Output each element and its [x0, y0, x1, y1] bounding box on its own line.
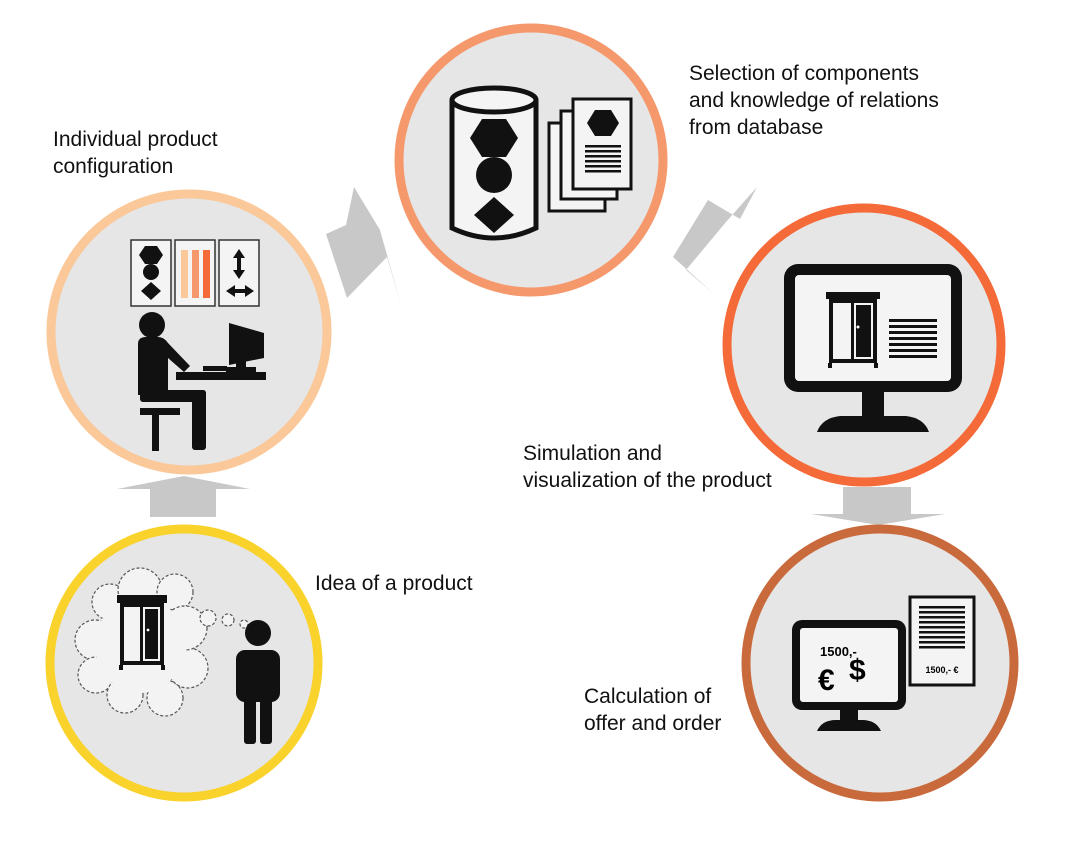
- label-simulation: Simulation and visualization of the prod…: [523, 442, 772, 492]
- circle-selection: [394, 23, 668, 297]
- wardrobe-icon: [117, 595, 167, 670]
- dollar-icon: $: [849, 654, 866, 687]
- euro-icon: €: [818, 664, 835, 697]
- monitor-icon: [792, 620, 906, 731]
- arrow-config-to-selection: [326, 187, 401, 305]
- invoice-document-icon: 1500,- €: [908, 595, 976, 687]
- person-standing-icon: [236, 620, 280, 744]
- circle-simulation: [722, 203, 1006, 487]
- invoice-price-text: 1500,- €: [925, 665, 958, 675]
- document-stack-icon: [547, 97, 633, 213]
- dimension-arrows-icon: [226, 249, 254, 297]
- label-configuration: Individual product configuration: [53, 128, 218, 178]
- text-lines-icon: [889, 319, 937, 358]
- circle-configuration: [46, 189, 332, 475]
- label-calculation: Calculation of offer and order: [584, 685, 722, 735]
- wardrobe-icon: [826, 292, 880, 368]
- circle-calculation: 1500,- € $ 1500,- €: [741, 524, 1019, 802]
- arrow-idea-to-config: [117, 476, 250, 517]
- arrow-simulation-to-calculation: [811, 487, 945, 525]
- color-bars-icon: [181, 250, 210, 298]
- price-text: 1500,-: [820, 644, 857, 659]
- database-icon: [449, 85, 539, 241]
- shapes-icon: [139, 246, 163, 300]
- circle-idea: [45, 524, 323, 802]
- person-at-computer-icon: [138, 312, 266, 451]
- label-idea: Idea of a product: [315, 572, 473, 595]
- arrow-selection-to-simulation: [673, 187, 757, 293]
- label-selection: Selection of components and knowledge of…: [689, 62, 939, 139]
- circle-configuration-ring: [46, 189, 332, 475]
